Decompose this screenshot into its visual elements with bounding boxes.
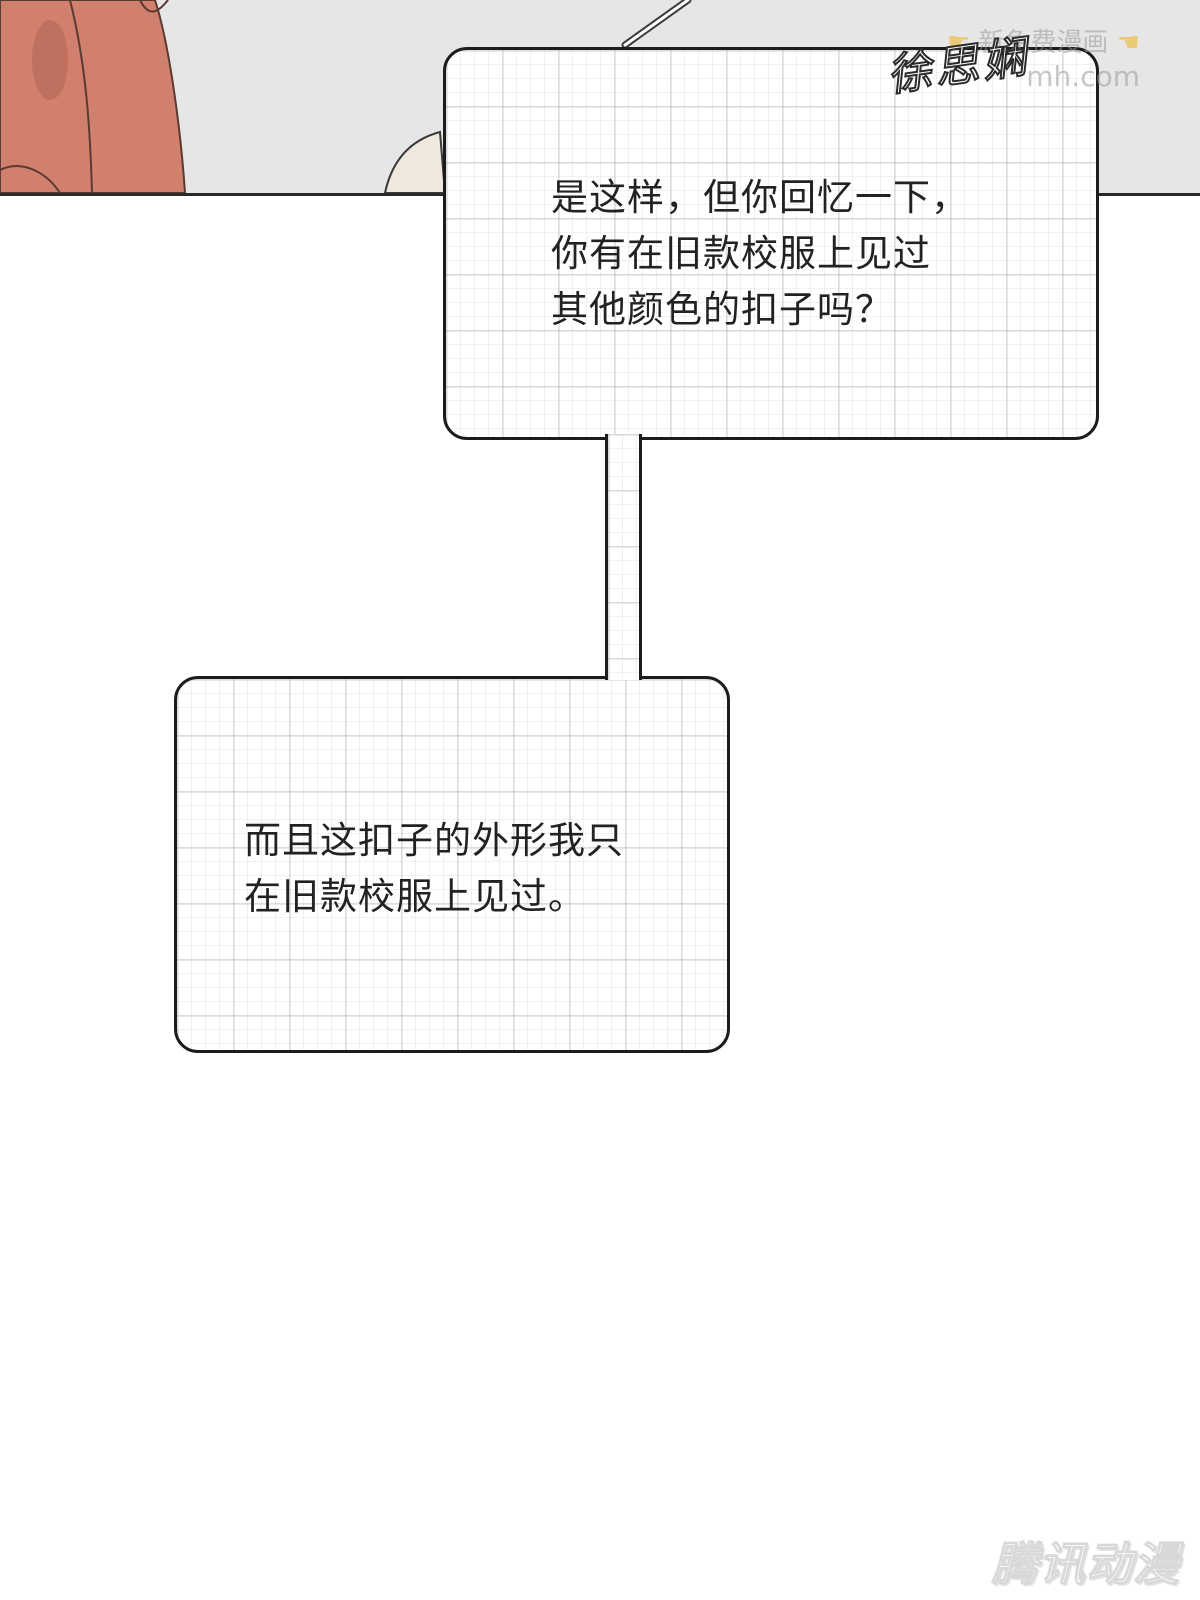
hair-strand — [69, 0, 93, 193]
dialogue-line: 在旧款校服上见过。 — [244, 875, 586, 918]
bubble-2-text: 而且这扣子的外形我只 在旧款校服上见过。 — [244, 813, 624, 925]
dialogue-line: 而且这扣子的外形我只 — [244, 819, 624, 862]
watermark-url: mh.com — [1026, 60, 1140, 93]
bubble-connector — [605, 434, 642, 680]
watermark-top: ☛ 新免费漫画 ☚ mh.com — [947, 26, 1140, 94]
dialogue-line: 你有在旧款校服上见过 — [551, 232, 931, 275]
hair-shade — [32, 20, 68, 100]
hair-strand — [139, 0, 169, 13]
publisher-watermark: 腾讯动漫 — [992, 1537, 1180, 1592]
hair-strand — [0, 165, 61, 193]
speech-bubble-1: 是这样，但你回忆一下， 你有在旧款校服上见过 其他颜色的扣子吗？ — [443, 47, 1099, 440]
speech-bubble-2: 而且这扣子的外形我只 在旧款校服上见过。 — [174, 676, 730, 1053]
bubble-1-text: 是这样，但你回忆一下， 你有在旧款校服上见过 其他颜色的扣子吗？ — [551, 170, 969, 338]
dialogue-line: 其他颜色的扣子吗？ — [551, 288, 893, 331]
character-hair — [0, 0, 187, 193]
dialogue-line: 是这样，但你回忆一下， — [551, 176, 969, 219]
watermark-line1: 新免费漫画 — [978, 28, 1109, 58]
pencil-line — [623, 0, 690, 47]
pointing-hand-icon: ☛ — [946, 28, 971, 58]
panel-illustration — [0, 0, 692, 193]
sleeve-shape — [383, 130, 447, 193]
pointing-hand-icon: ☚ — [1116, 28, 1140, 58]
